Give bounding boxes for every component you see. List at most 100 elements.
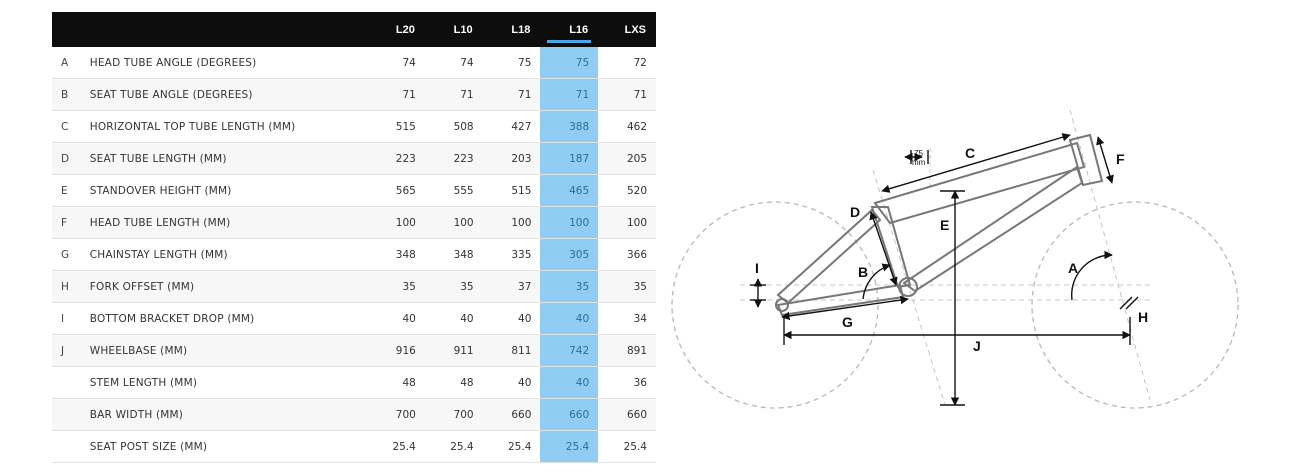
front-wheel [1031, 201, 1239, 409]
row-label: SEAT POST SIZE (MM) [89, 430, 368, 463]
bike-frame [775, 133, 1104, 317]
row-value-l10: 74 [424, 47, 483, 79]
bike-geometry-diagram: C F D E B A G J I H 75 mm [671, 109, 1239, 409]
dim-line-f [1096, 136, 1114, 184]
row-value-lxs: 660 [598, 398, 656, 431]
row-value-l16: 305 [540, 238, 599, 271]
row-value-l16: 388 [540, 110, 599, 143]
row-value-lxs: 35 [598, 270, 656, 303]
diagram-label-h: H [1138, 309, 1148, 325]
row-value-l18: 75 [482, 47, 541, 79]
column-header-l10: L10 [424, 12, 483, 47]
row-value-l10: 25.4 [424, 430, 483, 463]
diagram-label-f: F [1116, 151, 1125, 167]
row-letter: D [52, 142, 90, 175]
row-letter: A [52, 47, 90, 79]
row-value-l20: 48 [367, 366, 425, 399]
diagram-label-g: G [842, 314, 853, 330]
row-value-l20: 100 [367, 206, 425, 239]
row-value-l16: 75 [540, 47, 599, 79]
row-value-lxs: 36 [598, 366, 656, 399]
dim-line-h-a [1119, 296, 1133, 310]
row-value-lxs: 891 [598, 334, 656, 367]
row-value-l10: 100 [424, 206, 483, 239]
row-value-l16: 742 [540, 334, 599, 367]
row-label: CHAINSTAY LENGTH (MM) [89, 238, 368, 271]
angle-arc-b [862, 263, 891, 300]
row-value-l18: 37 [482, 270, 541, 303]
row-letter [52, 366, 90, 399]
row-label: FORK OFFSET (MM) [89, 270, 368, 303]
row-letter: C [52, 110, 90, 143]
seat-tube-axis-line [872, 169, 946, 406]
row-value-l10: 508 [424, 110, 483, 143]
row-value-l10: 40 [424, 302, 483, 335]
row-value-l20: 565 [367, 174, 425, 207]
diagram-label-j: J [973, 338, 981, 354]
row-value-l16: 40 [540, 366, 599, 399]
row-value-l16: 187 [540, 142, 599, 175]
row-letter [52, 430, 90, 463]
column-header-l16: L16 [540, 12, 599, 47]
row-value-l10: 71 [424, 78, 483, 111]
row-value-lxs: 25.4 [598, 430, 656, 463]
diagram-label-a: A [1068, 260, 1078, 276]
angle-arc-a [1070, 250, 1113, 301]
row-label: BOTTOM BRACKET DROP (MM) [89, 302, 368, 335]
column-header-l20: L20 [367, 12, 425, 47]
dim-line-d [869, 211, 898, 286]
dim-line-c [881, 133, 1071, 193]
row-value-l16: 71 [540, 78, 599, 111]
row-label: HORIZONTAL TOP TUBE LENGTH (MM) [89, 110, 368, 143]
row-letter: I [52, 302, 90, 335]
row-value-l10: 48 [424, 366, 483, 399]
row-value-l18: 515 [482, 174, 541, 207]
diagram-label-c: C [965, 145, 975, 161]
row-value-lxs: 34 [598, 302, 656, 335]
diagram-label-i: I [755, 260, 759, 276]
row-value-lxs: 366 [598, 238, 656, 271]
header-letter-cell [52, 12, 90, 47]
row-value-l10: 223 [424, 142, 483, 175]
row-letter: G [52, 238, 90, 271]
row-label: WHEELBASE (MM) [89, 334, 368, 367]
header-label-cell [89, 12, 368, 47]
row-letter [52, 398, 90, 431]
dim-line-h-b [1125, 296, 1139, 310]
row-value-l18: 811 [482, 334, 541, 367]
row-value-l20: 74 [367, 47, 425, 79]
row-label: HEAD TUBE LENGTH (MM) [89, 206, 368, 239]
row-value-l18: 203 [482, 142, 541, 175]
row-value-l16: 465 [540, 174, 599, 207]
row-value-l10: 700 [424, 398, 483, 431]
row-value-l16: 100 [540, 206, 599, 239]
row-value-l10: 348 [424, 238, 483, 271]
row-value-l16: 660 [540, 398, 599, 431]
row-label: STANDOVER HEIGHT (MM) [89, 174, 368, 207]
row-value-lxs: 100 [598, 206, 656, 239]
row-value-l18: 427 [482, 110, 541, 143]
offset-value-label: 75 [914, 149, 923, 158]
row-letter: B [52, 78, 90, 111]
row-value-l18: 71 [482, 78, 541, 111]
row-value-l10: 555 [424, 174, 483, 207]
row-value-lxs: 71 [598, 78, 656, 111]
row-value-l20: 35 [367, 270, 425, 303]
row-label: STEM LENGTH (MM) [89, 366, 368, 399]
column-header-lxs: LXS [598, 12, 656, 47]
row-value-l18: 40 [482, 366, 541, 399]
column-header-l18: L18 [482, 12, 541, 47]
row-value-l18: 25.4 [482, 430, 541, 463]
